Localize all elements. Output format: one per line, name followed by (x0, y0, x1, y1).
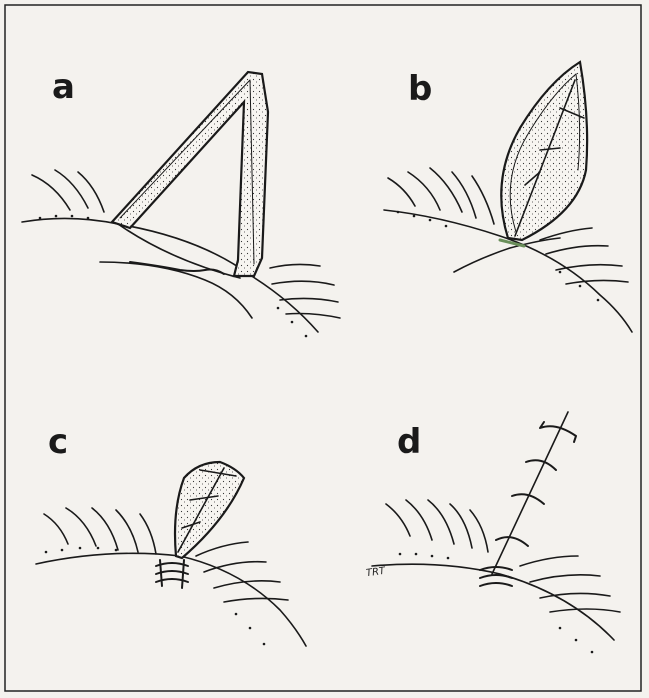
panel-c-hair (66, 508, 96, 546)
panel-a-skin-surface-right (118, 224, 318, 332)
panel-c-skin-surface (36, 553, 306, 646)
panel-b-hair (556, 265, 622, 270)
panel-d-incision-line (492, 412, 568, 574)
panel-d-hair (470, 510, 488, 552)
panel-d-hair (386, 504, 410, 536)
panel-b-hair (408, 172, 440, 210)
panel-c-sutures (156, 560, 188, 588)
panel-label-d: d (397, 425, 421, 459)
panel-b-hair (430, 168, 462, 212)
panel-a-buried-suture (130, 262, 224, 274)
panel-b-hair (546, 246, 608, 254)
panel-d-suture (496, 537, 528, 546)
panel-d-hair (530, 575, 600, 582)
panel-c-drawing (36, 462, 306, 646)
skin-pores (39, 211, 600, 654)
panel-a-flap (112, 72, 268, 276)
panel-d-hair (520, 556, 578, 566)
panel-label-a: a (52, 70, 75, 104)
panel-a-hair (78, 172, 104, 212)
panel-c-hair (116, 510, 138, 552)
panel-a-skin-surface-left (22, 218, 118, 224)
panel-a-hair (280, 298, 338, 302)
panel-b-hair (388, 178, 415, 206)
panel-a-deep-line (100, 262, 252, 318)
panel-b-hair (452, 172, 476, 218)
panel-a-drawing (22, 72, 340, 332)
panel-c-hair (44, 514, 68, 544)
panel-a-hair (286, 314, 340, 319)
panel-a-hair (32, 175, 70, 210)
panel-d-hair (550, 609, 620, 612)
panel-b-hair (566, 280, 628, 284)
panel-a-hair (272, 281, 334, 285)
panel-b-flap (501, 62, 587, 240)
panel-c-hair (140, 514, 156, 554)
panel-d-base-sutures (480, 567, 512, 586)
panel-a-hair (270, 264, 320, 268)
panel-b-hair (540, 228, 592, 240)
panel-label-c: c (48, 425, 68, 459)
panel-label-b: b (408, 72, 432, 106)
panel-c-hair (224, 598, 288, 602)
panel-c-hair (196, 542, 248, 556)
